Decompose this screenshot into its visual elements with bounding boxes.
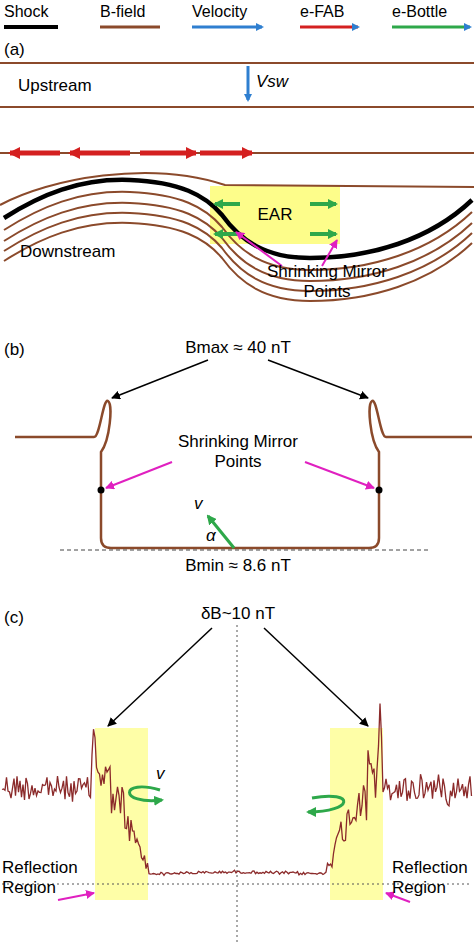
shock-sample — [4, 25, 58, 29]
reflection-band — [95, 728, 148, 900]
region-name: Downstream — [20, 242, 160, 262]
center-line — [237, 625, 238, 945]
velocity-symbol: Vsw — [256, 72, 316, 92]
pointer-arrow — [264, 628, 368, 726]
region-name: Upstream — [18, 76, 138, 96]
annotation: Reflection Region — [2, 858, 94, 898]
ebottle-sample — [392, 26, 470, 29]
field-line — [0, 152, 474, 154]
ebottle-arrow — [310, 232, 336, 236]
efab-arrow — [140, 151, 196, 156]
annotation: Shrinking Mirror Points — [262, 262, 392, 302]
field-line — [0, 62, 474, 64]
legend-label: e-Bottle — [392, 2, 447, 22]
velocity-symbol: v — [156, 764, 176, 784]
annotation: Shrinking Mirror Points — [163, 432, 313, 472]
ebottle-arrow — [215, 202, 240, 206]
efab-sample — [300, 26, 358, 29]
solar-wind-arrow — [247, 66, 250, 100]
pitch-angle-symbol: α — [206, 526, 226, 546]
annotation: Reflection Region — [392, 858, 474, 898]
velocity-symbol: v — [194, 494, 214, 514]
baseline — [60, 550, 430, 551]
panel-label: (a) — [4, 40, 44, 60]
field-value: Bmin ≈ 8.6 nT — [148, 556, 328, 576]
pointer-arrow — [268, 360, 368, 398]
bfield-sample — [100, 26, 160, 29]
field-value: Bmax ≈ 40 nT — [148, 338, 328, 358]
region-label: EAR — [258, 205, 293, 225]
legend-label: e-FAB — [300, 2, 344, 22]
pointer-arrow — [58, 893, 94, 900]
field-lines — [0, 63, 474, 301]
reflection-arrow — [130, 787, 163, 801]
mirror-point — [376, 487, 383, 494]
panel-label: (b) — [4, 340, 44, 360]
mirror-point — [98, 487, 105, 494]
pointer-arrow — [305, 462, 374, 488]
legend-label: Shock — [4, 2, 48, 22]
efab-arrow — [70, 151, 130, 156]
panel-label: (c) — [4, 608, 44, 628]
reflection-arrow — [308, 796, 344, 812]
pointer-arrow — [108, 628, 212, 726]
field-trace — [2, 704, 472, 876]
pointer-arrow — [106, 462, 172, 488]
efab-arrow — [200, 151, 252, 156]
legend-label: B-field — [100, 2, 145, 22]
field-line — [4, 223, 472, 301]
ebottle-arrow — [310, 202, 336, 206]
field-line — [0, 106, 474, 108]
efab-arrow — [10, 151, 60, 156]
velocity-sample — [192, 26, 262, 29]
field-value: δB~10 nT — [158, 604, 318, 624]
efab-arrows — [10, 151, 252, 156]
magnetic-bottle-profile — [15, 401, 472, 548]
pointer-arrow — [112, 360, 208, 398]
legend-label: Velocity — [192, 2, 247, 22]
